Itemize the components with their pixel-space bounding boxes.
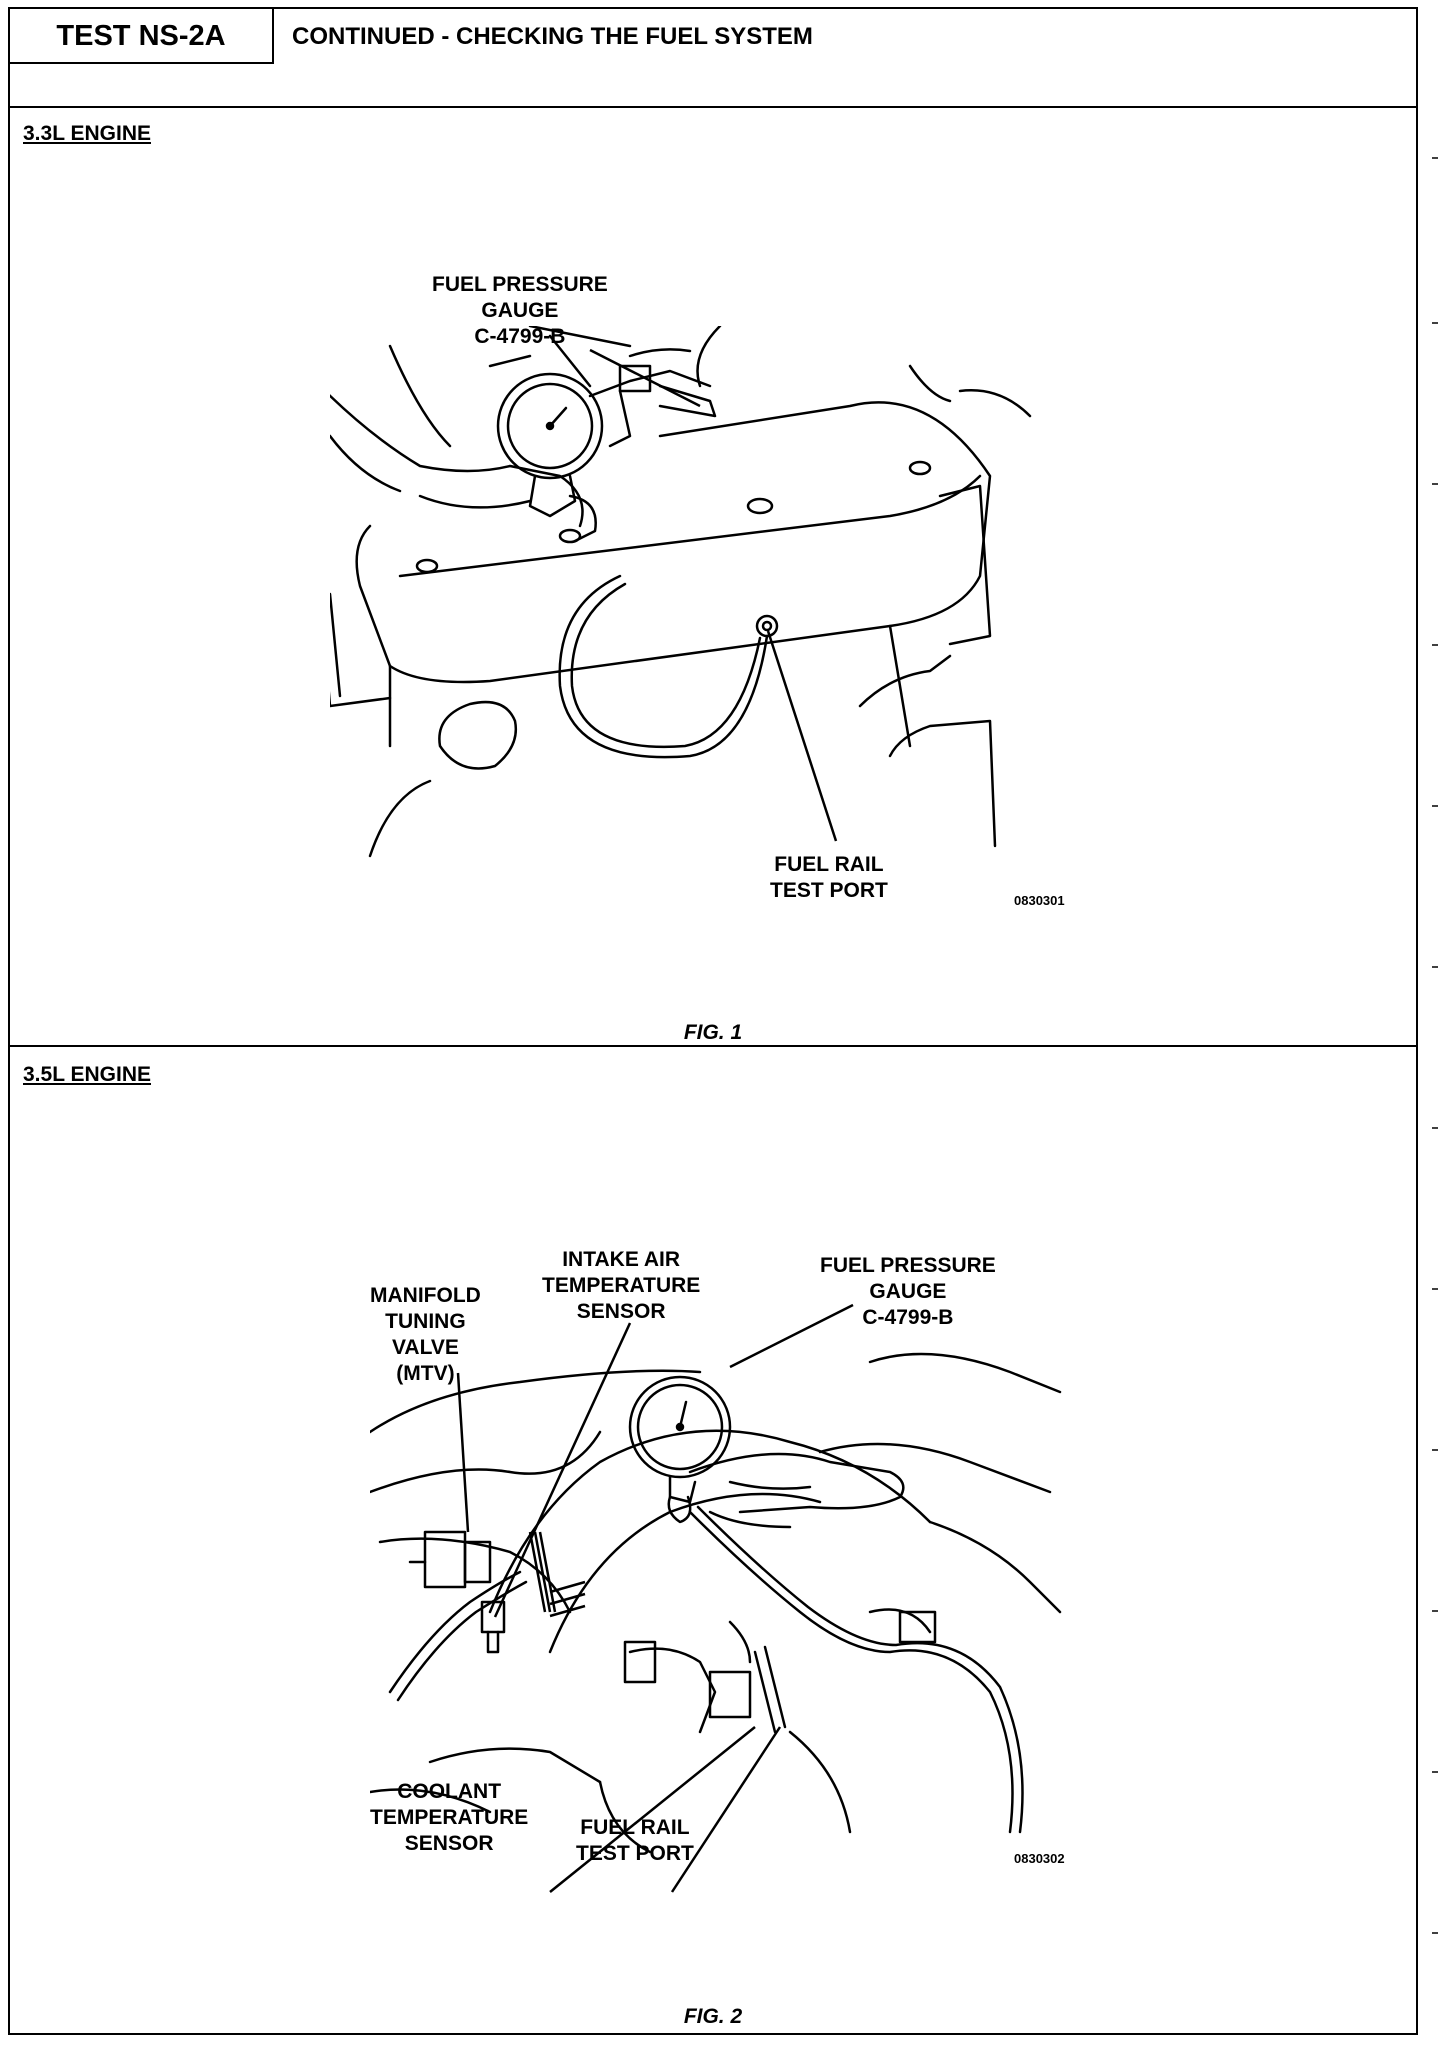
- test-id-box: TEST NS-2A: [10, 9, 274, 64]
- fuel-gauge-3-5l-illustration: [370, 1352, 1062, 1854]
- figure-1-caption: FIG. 1: [683, 1021, 743, 1044]
- figure-ref-number: 0830302: [1014, 1851, 1065, 1866]
- callout-intake-air-temperature-sensor: INTAKE AIR TEMPERATURE SENSOR: [542, 1248, 701, 1323]
- figure-ref-number: 0830301: [1014, 893, 1065, 908]
- section-label-3-3l-engine: 3.3L ENGINE: [23, 122, 151, 145]
- document-page: TEST NS-2A CONTINUED - CHECKING THE FUEL…: [8, 7, 1418, 2035]
- figure-1-section: 3.3L ENGINE: [10, 106, 1416, 1047]
- margin-tick-marks: [1432, 157, 1438, 1934]
- page-header: TEST NS-2A CONTINUED - CHECKING THE FUEL…: [10, 9, 1416, 108]
- figure-2-section: 3.5L ENGINE: [10, 1047, 1416, 2035]
- leader-lines-fig1: [589, 348, 838, 842]
- figure-2-caption: FIG. 2: [683, 2005, 743, 2028]
- page-title: CONTINUED - CHECKING THE FUEL SYSTEM: [292, 23, 813, 50]
- section-label-3-5l-engine: 3.5L ENGINE: [23, 1063, 151, 1086]
- fuel-gauge-3-3l-illustration: [330, 326, 1032, 858]
- leader-lines-fig2: [456, 1303, 854, 1893]
- callout-fuel-pressure-gauge: FUEL PRESSURE GAUGE C-4799-B: [432, 273, 608, 348]
- callout-coolant-temperature-sensor: COOLANT TEMPERATURE SENSOR: [370, 1780, 529, 1855]
- callout-fuel-rail-test-port: FUEL RAIL TEST PORT: [770, 853, 888, 902]
- callout-fuel-pressure-gauge-fig2: FUEL PRESSURE GAUGE C-4799-B: [820, 1254, 996, 1329]
- callout-manifold-tuning-valve: MANIFOLD TUNING VALVE (MTV): [370, 1284, 481, 1385]
- callout-fuel-rail-test-port-fig2: FUEL RAIL TEST PORT: [576, 1816, 694, 1865]
